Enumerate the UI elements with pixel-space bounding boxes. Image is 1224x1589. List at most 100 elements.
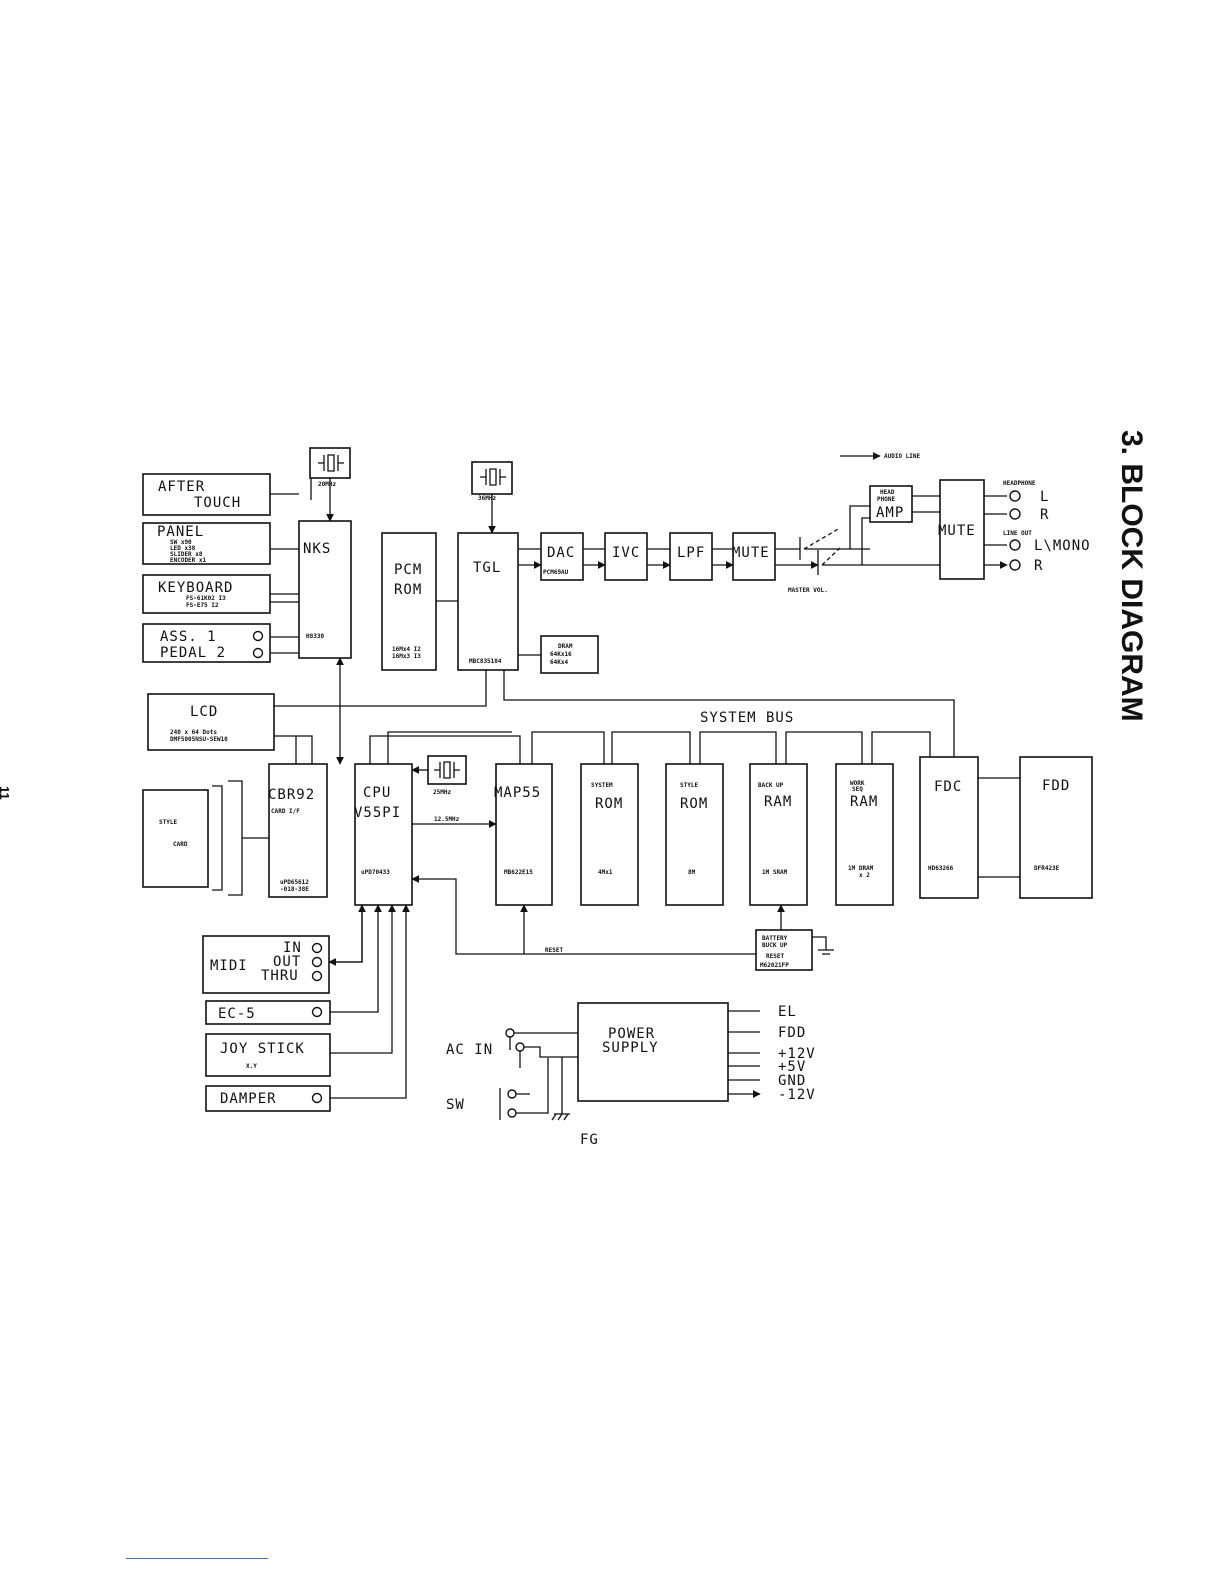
svg-text:SEQ: SEQ bbox=[852, 786, 863, 793]
map55-block: MAP55 MB622E15 bbox=[494, 763, 553, 906]
fdc-block: FDC HD63266 bbox=[919, 756, 979, 899]
svg-text:FDD: FDD bbox=[778, 1025, 806, 1041]
svg-text:LINE OUT: LINE OUT bbox=[1003, 530, 1032, 537]
ivc-block: IVC bbox=[604, 532, 648, 581]
svg-text:DFR423E: DFR423E bbox=[1034, 865, 1060, 872]
keyboard-block: KEYBOARD FS-61K02 I3 FS-E75 I2 bbox=[142, 574, 271, 614]
svg-text:SW x90: SW x90 bbox=[170, 539, 192, 546]
svg-text:20MHz: 20MHz bbox=[318, 481, 336, 488]
tgl-block: TGL MBC835104 bbox=[457, 532, 519, 671]
svg-text:THRU: THRU bbox=[261, 968, 299, 984]
svg-text:SLIDER x8: SLIDER x8 bbox=[170, 551, 203, 558]
svg-text:1M SRAM: 1M SRAM bbox=[762, 869, 788, 876]
svg-text:V55PI: V55PI bbox=[354, 805, 401, 821]
svg-text:X.Y: X.Y bbox=[246, 1063, 257, 1070]
frame-ground: FG bbox=[551, 1057, 599, 1148]
svg-text:BACK UP: BACK UP bbox=[758, 782, 784, 789]
svg-text:ROM: ROM bbox=[680, 796, 708, 812]
svg-text:64Kx16: 64Kx16 bbox=[550, 651, 572, 658]
svg-text:RAM: RAM bbox=[764, 794, 792, 810]
svg-text:WORK: WORK bbox=[850, 780, 865, 787]
svg-text:PANEL: PANEL bbox=[157, 524, 204, 540]
svg-text:FS-E75 I2: FS-E75 I2 bbox=[186, 602, 219, 609]
crystal-tgl: 36MHz bbox=[471, 461, 513, 502]
svg-text:FG: FG bbox=[580, 1132, 599, 1148]
system-bus: SYSTEM BUS bbox=[274, 670, 955, 764]
svg-text:TGL: TGL bbox=[473, 560, 501, 576]
after-touch-block: AFTER TOUCH bbox=[142, 473, 271, 516]
svg-text:8M: 8M bbox=[688, 869, 696, 876]
backup-ram-block: BACK UP RAM 1M SRAM bbox=[749, 763, 808, 906]
svg-text:MB622E15: MB622E15 bbox=[504, 869, 533, 876]
power-switch: SW bbox=[446, 1058, 549, 1120]
audio-outputs: HEADPHONE LINE OUT L R L\MONO R bbox=[984, 480, 1091, 574]
svg-text:16Mx3 I3: 16Mx3 I3 bbox=[392, 653, 421, 660]
svg-text:MASTER VOL.: MASTER VOL. bbox=[788, 587, 828, 594]
lcd-block: LCD 240 x 64 Dots DMF5005NSU-SEW10 bbox=[147, 693, 275, 751]
svg-text:SUPPLY: SUPPLY bbox=[602, 1040, 659, 1056]
svg-text:M62021FP: M62021FP bbox=[760, 962, 789, 969]
mute1-block: MUTE bbox=[732, 532, 776, 581]
fdd-block: FDD DFR423E bbox=[1019, 756, 1093, 899]
style-card-block: STYLE CARD bbox=[142, 780, 243, 896]
svg-text:AMP: AMP bbox=[876, 505, 904, 521]
svg-text:BATTERY: BATTERY bbox=[762, 935, 788, 942]
svg-text:DAMPER: DAMPER bbox=[220, 1091, 277, 1107]
cpu-block: CPU V55PI uPD70433 bbox=[354, 763, 413, 906]
ass-pedal-block: ASS. 1 PEDAL 2 bbox=[142, 623, 271, 663]
svg-text:RESET: RESET bbox=[766, 953, 784, 960]
crystal-cpu: 25MHz bbox=[427, 755, 467, 796]
svg-text:ROM: ROM bbox=[394, 582, 422, 598]
svg-text:FDC: FDC bbox=[934, 779, 962, 795]
svg-text:HEAD: HEAD bbox=[880, 489, 895, 496]
svg-text:36MHz: 36MHz bbox=[478, 495, 496, 502]
joystick-block: JOY STICK X.Y bbox=[205, 1033, 331, 1077]
svg-text:KEYBOARD: KEYBOARD bbox=[158, 580, 233, 596]
svg-text:GND: GND bbox=[778, 1073, 806, 1089]
svg-text:NKS: NKS bbox=[303, 541, 331, 557]
svg-text:STYLE: STYLE bbox=[159, 819, 177, 826]
svg-text:L: L bbox=[1040, 489, 1049, 505]
cbr92-block: CBR92 CARD I/F uPD65612 -018-38E bbox=[268, 763, 328, 898]
svg-text:PCM69AU: PCM69AU bbox=[543, 569, 569, 576]
lpf-block: LPF bbox=[669, 532, 713, 581]
svg-text:IN: IN bbox=[283, 940, 302, 956]
svg-text:16Mx4 I2: 16Mx4 I2 bbox=[392, 646, 421, 653]
svg-text:ROM: ROM bbox=[595, 796, 623, 812]
svg-text:AFTER: AFTER bbox=[158, 479, 205, 495]
svg-text:SW: SW bbox=[446, 1097, 465, 1113]
svg-text:+12V: +12V bbox=[778, 1046, 816, 1062]
svg-text:HEADPHONE: HEADPHONE bbox=[1003, 480, 1036, 487]
svg-text:PEDAL 2: PEDAL 2 bbox=[160, 645, 226, 661]
svg-text:PCM: PCM bbox=[394, 562, 422, 578]
svg-text:POWER: POWER bbox=[608, 1026, 655, 1042]
svg-text:1M DRAM: 1M DRAM bbox=[848, 865, 874, 872]
svg-text:CARD I/F: CARD I/F bbox=[271, 808, 300, 815]
mute2-block: MUTE bbox=[938, 479, 985, 580]
svg-text:4Mx1: 4Mx1 bbox=[598, 869, 613, 876]
pcm-rom-block: PCM ROM 16Mx4 I2 16Mx3 I3 bbox=[381, 532, 437, 671]
svg-text:ASS. 1: ASS. 1 bbox=[160, 629, 217, 645]
audio-line-legend: AUDIO LINE bbox=[840, 452, 921, 460]
svg-text:H8330: H8330 bbox=[306, 633, 324, 640]
svg-text:MUTE: MUTE bbox=[732, 545, 770, 561]
svg-text:JOY STICK: JOY STICK bbox=[220, 1041, 305, 1057]
svg-text:FDD: FDD bbox=[1042, 778, 1070, 794]
svg-text:LED x38: LED x38 bbox=[170, 545, 196, 552]
midi-block: MIDI IN OUT THRU bbox=[202, 935, 330, 994]
svg-text:LPF: LPF bbox=[677, 545, 705, 561]
svg-text:FS-61K02 I3: FS-61K02 I3 bbox=[186, 595, 226, 602]
svg-text:L\MONO: L\MONO bbox=[1034, 538, 1091, 554]
footer-rule bbox=[126, 1558, 268, 1559]
svg-text:-018-38E: -018-38E bbox=[280, 886, 309, 893]
headphone-amp-block: HEAD PHONE AMP bbox=[869, 485, 913, 523]
ac-input: AC IN bbox=[446, 1028, 578, 1068]
svg-text:IVC: IVC bbox=[612, 545, 640, 561]
svg-text:CPU: CPU bbox=[363, 785, 391, 801]
battery-reset-block: BATTERY BUCK UP RESET M62021FP bbox=[755, 929, 834, 971]
svg-text:MIDI: MIDI bbox=[210, 958, 248, 974]
svg-text:OUT: OUT bbox=[273, 954, 301, 970]
svg-text:LCD: LCD bbox=[190, 704, 218, 720]
